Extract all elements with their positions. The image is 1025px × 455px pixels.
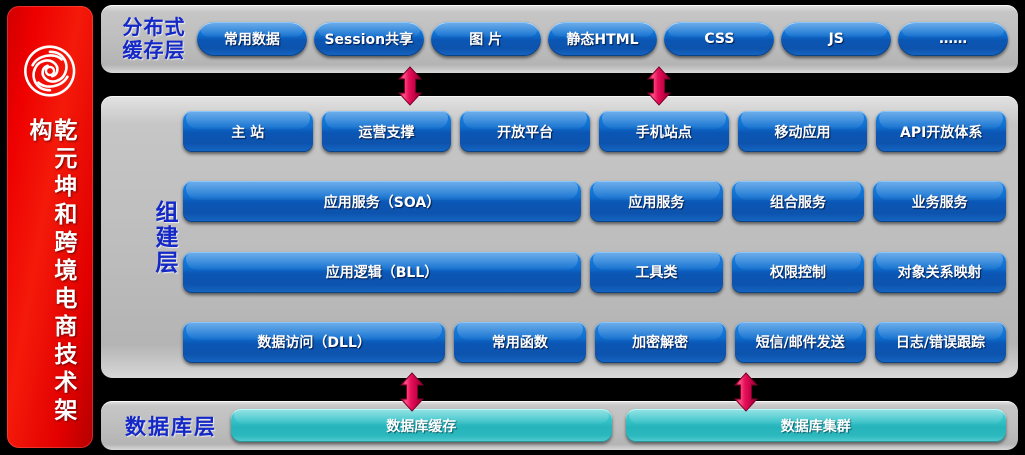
component-row: 数据访问（DLL）常用函数加密解密短信/邮件发送日志/错误跟踪 xyxy=(183,321,1007,363)
component-item[interactable]: 工具类 xyxy=(590,251,723,293)
database-item[interactable]: 数据库集群 xyxy=(625,409,1006,442)
component-item[interactable]: 加密解密 xyxy=(594,321,726,363)
component-item[interactable]: 手机站点 xyxy=(599,111,729,152)
component-item[interactable]: API开放体系 xyxy=(876,111,1007,152)
cache-layer-label-line2: 缓存层 xyxy=(122,38,186,62)
double-headed-arrow-icon xyxy=(733,372,759,412)
component-item[interactable]: 主 站 xyxy=(183,111,313,152)
brand-title: 乾元坤和跨境电商技术架构 xyxy=(25,118,76,426)
component-item[interactable]: 常用函数 xyxy=(454,321,586,363)
component-item[interactable]: 数据访问（DLL） xyxy=(183,321,446,363)
double-headed-arrow-icon xyxy=(646,66,672,106)
cache-layer-label-line1: 分布式 xyxy=(122,14,186,39)
cache-item[interactable]: JS xyxy=(781,22,892,56)
database-item[interactable]: 数据库缓存 xyxy=(231,409,612,442)
double-headed-arrow-icon xyxy=(397,66,423,106)
component-layer-label: 组建层 xyxy=(151,199,177,275)
component-item[interactable]: 日志/错误跟踪 xyxy=(874,321,1007,363)
component-item[interactable]: 短信/邮件发送 xyxy=(734,321,866,363)
component-row: 应用逻辑（BLL）工具类权限控制对象关系映射 xyxy=(183,251,1007,293)
cache-layer-label: 分布式 缓存层 xyxy=(111,14,197,62)
database-layer-panel: 数据库层 数据库缓存数据库集群 xyxy=(101,401,1018,450)
component-item[interactable]: 应用逻辑（BLL） xyxy=(183,251,581,293)
brand-banner: 乾元坤和跨境电商技术架构 xyxy=(7,6,93,448)
cache-item[interactable]: Session共享 xyxy=(313,22,424,56)
component-item[interactable]: 组合服务 xyxy=(731,181,865,223)
component-item[interactable]: 应用服务（SOA） xyxy=(183,181,581,223)
cache-item[interactable]: 静态HTML xyxy=(547,22,658,56)
component-item[interactable]: 业务服务 xyxy=(873,181,1007,223)
double-headed-arrow-icon xyxy=(399,372,425,412)
cache-item[interactable]: 图 片 xyxy=(430,22,541,56)
database-layer-label: 数据库层 xyxy=(125,414,217,439)
component-item[interactable]: 权限控制 xyxy=(731,251,865,293)
cache-item[interactable]: 常用数据 xyxy=(197,22,307,56)
component-item[interactable]: 对象关系映射 xyxy=(873,251,1007,293)
component-row: 应用服务（SOA）应用服务组合服务业务服务 xyxy=(183,181,1007,223)
cache-item[interactable]: …… xyxy=(898,22,1009,56)
spiral-logo-icon xyxy=(24,45,76,97)
cache-item[interactable]: CSS xyxy=(664,22,775,56)
component-item[interactable]: 运营支撑 xyxy=(321,111,452,152)
component-item[interactable]: 开放平台 xyxy=(460,111,591,152)
component-item[interactable]: 移动应用 xyxy=(737,111,868,152)
component-item[interactable]: 应用服务 xyxy=(590,181,723,223)
database-layer-items: 数据库缓存数据库集群 xyxy=(231,409,1006,442)
